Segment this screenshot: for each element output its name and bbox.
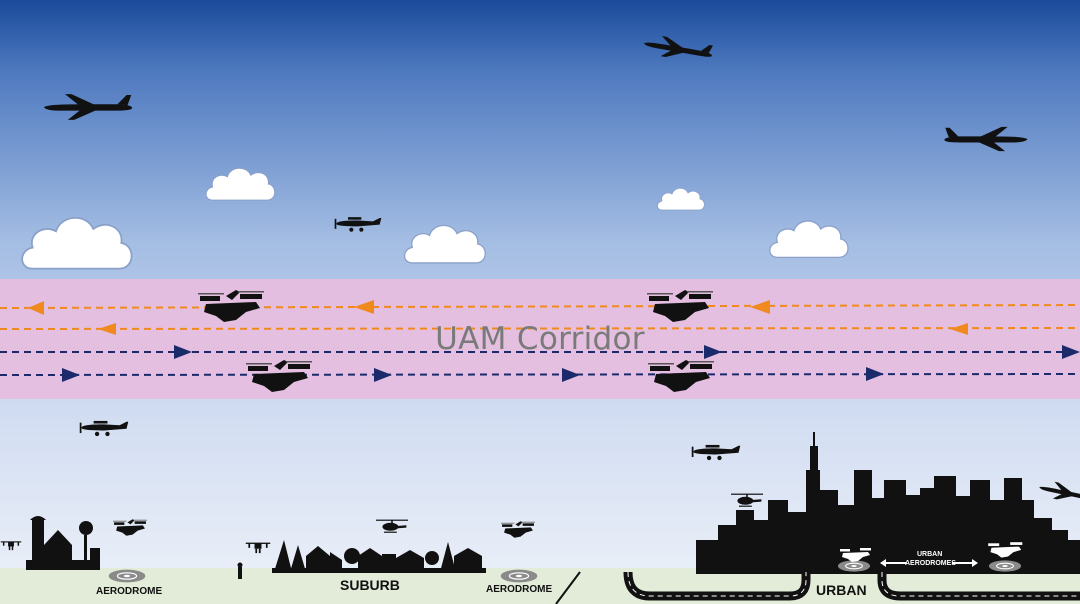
lane-westbound-1 bbox=[0, 304, 1080, 309]
arrow-right-icon bbox=[866, 367, 884, 381]
lane-westbound-2 bbox=[0, 327, 1080, 330]
arrow-right-icon bbox=[62, 368, 80, 382]
uam-corridor-band bbox=[0, 279, 1080, 399]
arrow-left-icon bbox=[750, 300, 770, 314]
aerodrome-mid-label: AERODROME bbox=[486, 584, 553, 595]
urban-label: URBAN bbox=[816, 582, 867, 598]
corridor-lanes bbox=[0, 300, 1080, 382]
arrow-left-icon bbox=[950, 323, 968, 335]
landing-pad-icon bbox=[107, 568, 147, 584]
person-icon bbox=[237, 562, 243, 579]
arrow-left-icon bbox=[28, 301, 44, 315]
roads bbox=[555, 571, 1080, 604]
arrow-left-icon bbox=[354, 300, 374, 314]
urban-aerodromes bbox=[837, 542, 1023, 573]
lane-eastbound-2 bbox=[0, 373, 1080, 376]
landing-pad-icon bbox=[499, 568, 539, 584]
double-arrow-icon bbox=[880, 559, 906, 567]
arrow-left-icon bbox=[98, 323, 116, 335]
landing-pad-icon bbox=[988, 559, 1022, 573]
aerodrome-left-label: AERODROME bbox=[96, 586, 163, 597]
suburb-label: SUBURB bbox=[340, 577, 400, 593]
double-arrow-icon bbox=[952, 559, 978, 567]
landing-pad-icon bbox=[837, 559, 871, 573]
arrow-right-icon bbox=[374, 368, 392, 382]
arrow-right-icon bbox=[1062, 345, 1080, 359]
corridor-title: UAM Corridor bbox=[435, 321, 645, 357]
city-skyline bbox=[696, 432, 1080, 574]
urban-aerodromes-label-2: AERODROMES bbox=[905, 560, 956, 567]
suburb-silhouette bbox=[272, 540, 486, 573]
arrow-right-icon bbox=[174, 345, 192, 359]
urban-aerodromes-label-1: URBAN bbox=[917, 551, 943, 558]
arrow-right-icon bbox=[562, 368, 580, 382]
arrow-right-icon bbox=[704, 345, 722, 359]
farm-silhouette bbox=[26, 516, 100, 570]
